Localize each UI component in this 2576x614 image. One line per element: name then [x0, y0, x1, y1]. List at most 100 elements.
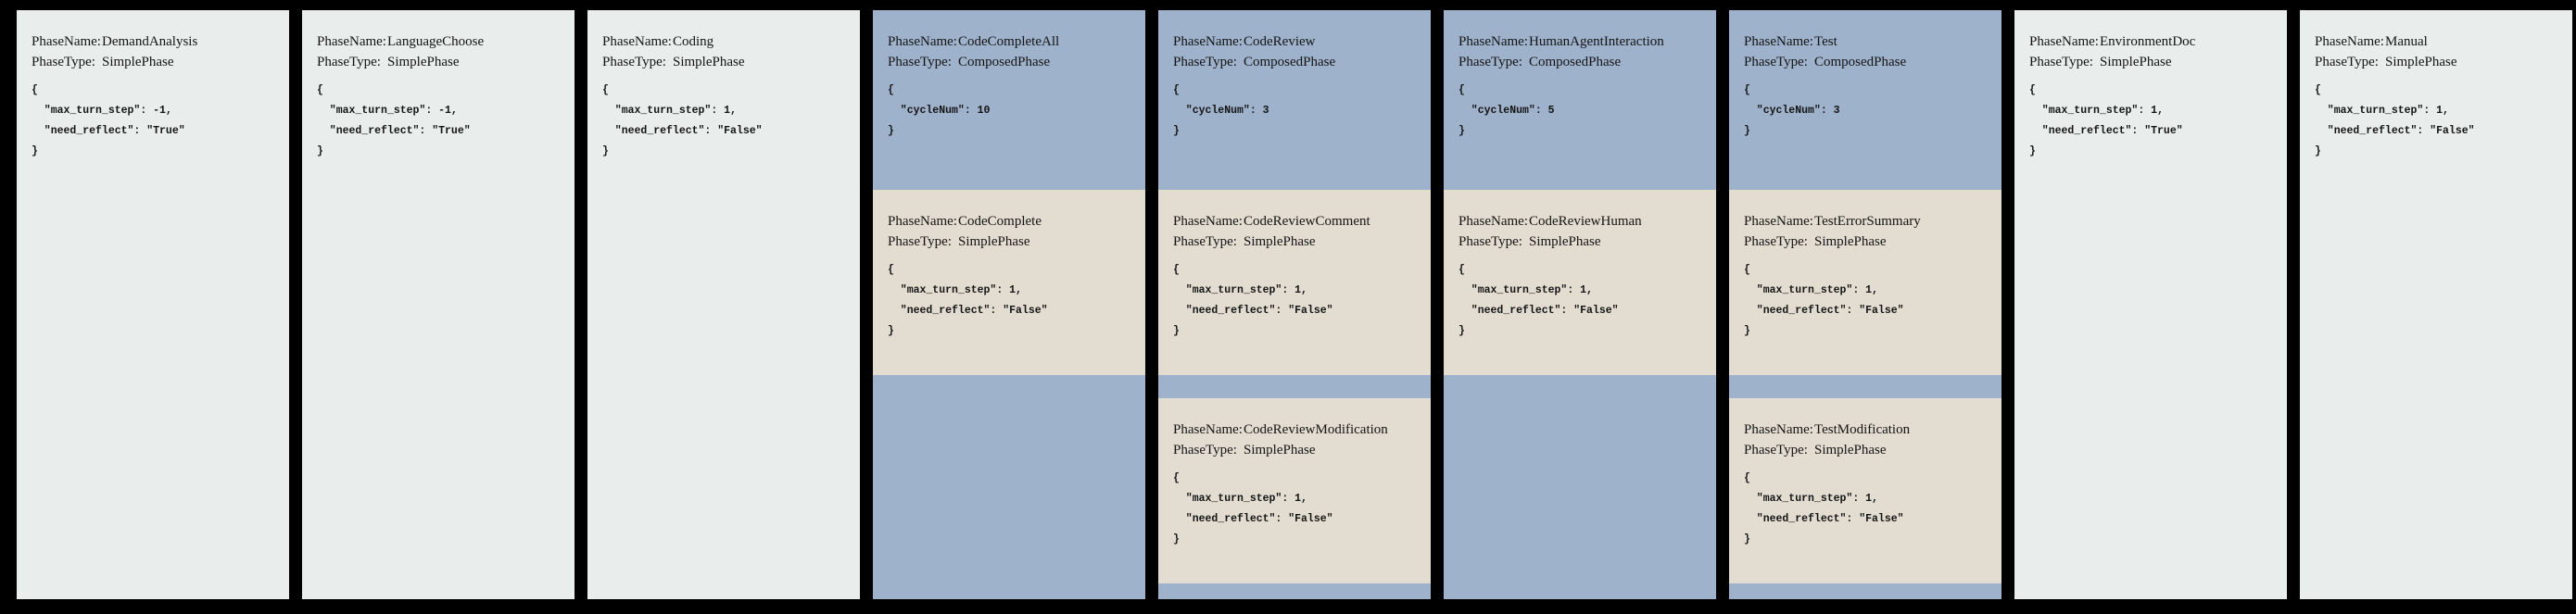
config-line: }	[1744, 325, 1750, 337]
phase-type-row: PhaseType:ComposedPhase	[888, 52, 1138, 72]
config-line: {	[1173, 84, 1180, 96]
phase-name-row: PhaseName:TestErrorSummary	[1744, 211, 1994, 232]
phase-name-label: PhaseName:	[1744, 214, 1813, 229]
phase-name-label: PhaseName:	[1173, 34, 1243, 49]
phase-name-row: PhaseName:HumanAgentInteraction	[1458, 31, 1709, 52]
phase-type-value: ComposedPhase	[958, 55, 1051, 69]
phase-name-row: PhaseName:CodeComplete	[888, 211, 1138, 232]
phase-name-row: PhaseName:CodeReview	[1173, 31, 1423, 52]
config-json: { "max_turn_step": 1, "need_reflect": "F…	[602, 81, 852, 162]
phase-type-label: PhaseType:	[1744, 234, 1808, 249]
phase-type-value: SimplePhase	[1814, 234, 1887, 249]
config-json: { "cycleNum": 5}	[1458, 81, 1709, 142]
phase-name-row: PhaseName:CodeCompleteAll	[888, 31, 1138, 52]
config-line: {	[1173, 264, 1180, 276]
phase-name-value: Test	[1814, 34, 1837, 49]
config-line: }	[1744, 533, 1750, 545]
phase-type-label: PhaseType:	[1458, 55, 1522, 69]
config-line: "need_reflect": "True"	[2029, 125, 2183, 137]
phase-type-value: ComposedPhase	[1529, 55, 1622, 69]
phase-type-row: PhaseType:SimplePhase	[2029, 52, 2279, 72]
config-line: "max_turn_step": -1,	[317, 105, 458, 117]
config-line: "max_turn_step": 1,	[1744, 493, 1878, 505]
phase-name-value: CodeComplete	[958, 214, 1042, 229]
phase-type-row: PhaseType:SimplePhase	[888, 232, 1138, 252]
config-line: "max_turn_step": 1,	[2029, 105, 2164, 117]
phase-name-label: PhaseName:	[2029, 34, 2099, 49]
config-line: {	[2029, 84, 2036, 96]
phase-name-value: LanguageChoose	[387, 34, 485, 49]
config-line: "max_turn_step": -1,	[32, 105, 172, 117]
config-line: "need_reflect": "True"	[317, 125, 471, 137]
phase-name-label: PhaseName:	[317, 34, 386, 49]
config-line: "need_reflect": "False"	[2315, 125, 2475, 137]
phase-name-label: PhaseName:	[888, 214, 957, 229]
config-json: { "max_turn_step": -1, "need_reflect": "…	[317, 81, 567, 162]
config-line: "max_turn_step": 1,	[2315, 105, 2449, 117]
config-line: "max_turn_step": 1,	[602, 105, 737, 117]
config-line: {	[888, 264, 894, 276]
phase-type-row: PhaseType: SimplePhase	[2315, 52, 2565, 72]
phase-name-row: PhaseName:CodeReviewHuman	[1458, 211, 1709, 232]
config-line: }	[1458, 325, 1465, 337]
config-line: "need_reflect": "False"	[1744, 305, 1904, 317]
phase-type-label: PhaseType:	[1744, 443, 1808, 457]
config-json: { "max_turn_step": 1, "need_reflect": "F…	[1173, 469, 1423, 550]
phase-type-value: SimplePhase	[2385, 55, 2457, 69]
config-line: }	[2315, 145, 2321, 157]
phase-type-label: PhaseType:	[2315, 55, 2379, 69]
phase-name-row: PhaseName:Coding	[602, 31, 852, 52]
phase-type-value: SimplePhase	[1814, 443, 1887, 457]
phase-name-row: PhaseName:Test	[1744, 31, 1994, 52]
phase-type-value: SimplePhase	[387, 55, 460, 69]
config-line: }	[1458, 125, 1465, 137]
phase-name-value: CodeReviewModification	[1244, 422, 1388, 437]
config-line: "need_reflect": "False"	[1744, 513, 1904, 525]
config-line: {	[1458, 84, 1465, 96]
config-line: }	[32, 145, 38, 157]
config-json: { "cycleNum": 10}	[888, 81, 1138, 142]
config-line: "max_turn_step": 1,	[1458, 284, 1593, 296]
phase-name-value: DemandAnalysis	[102, 34, 198, 49]
phase-type-row: PhaseType:SimplePhase	[1173, 232, 1423, 252]
config-line: "max_turn_step": 1,	[1744, 284, 1878, 296]
config-line: {	[317, 84, 323, 96]
phase-type-label: PhaseType:	[1744, 55, 1808, 69]
phase-type-row: PhaseType:SimplePhase	[317, 52, 567, 72]
phase-name-label: PhaseName:	[1458, 214, 1528, 229]
config-line: {	[2315, 84, 2321, 96]
phase-name-value: CodeReviewHuman	[1529, 214, 1642, 229]
phase-type-value: SimplePhase	[958, 234, 1030, 249]
phase-name-row: PhaseName:CodeReviewModification	[1173, 420, 1423, 440]
config-json: { "max_turn_step": 1, "need_reflect": "F…	[888, 260, 1138, 342]
phase-type-label: PhaseType:	[2029, 55, 2093, 69]
config-json: { "max_turn_step": 1, "need_reflect": "F…	[1744, 260, 1994, 342]
config-json: { "max_turn_step": 1, "need_reflect": "T…	[2029, 81, 2279, 162]
config-line: {	[1458, 264, 1465, 276]
phase-type-value: SimplePhase	[1529, 234, 1601, 249]
phase-type-value: ComposedPhase	[1244, 55, 1336, 69]
phase-name-label: PhaseName:	[602, 34, 672, 49]
config-json: { "cycleNum": 3}	[1744, 81, 1994, 142]
